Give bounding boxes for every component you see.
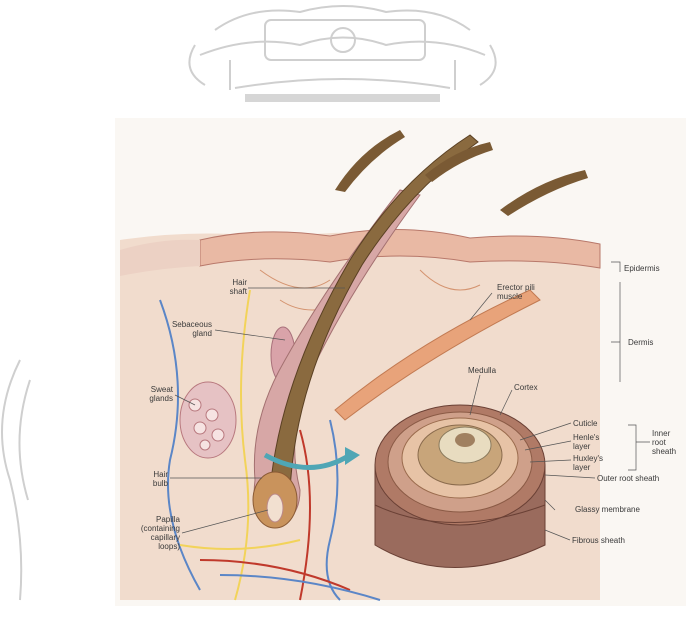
label-medulla: Medulla: [468, 366, 496, 375]
label-hair-bulb: Hair bulb: [125, 470, 168, 488]
cross-section: [375, 405, 545, 568]
label-sweat-glands: Sweat glands: [125, 385, 173, 403]
label-sebaceous-gland: Sebaceous gland: [150, 320, 212, 338]
label-henles-layer: Henle's layer: [573, 433, 599, 451]
sweat-gland: [180, 382, 236, 458]
label-cuticle: Cuticle: [573, 419, 597, 428]
label-inner-root-sheath: Inner root sheath: [652, 429, 676, 456]
label-glassy-membrane: Glassy membrane: [575, 505, 640, 514]
label-erector-pili-muscle: Erector pili muscle: [497, 283, 535, 301]
label-epidermis: Epidermis: [624, 264, 660, 273]
label-huxleys-layer: Huxley's layer: [573, 454, 603, 472]
label-fibrous-sheath: Fibrous sheath: [572, 536, 625, 545]
label-dermis: Dermis: [628, 338, 653, 347]
papilla: [267, 494, 283, 522]
label-papilla: Papilla (containing capillary loops): [115, 515, 180, 551]
label-outer-root-sheath: Outer root sheath: [597, 474, 659, 483]
label-hair-shaft: Hair shaft: [205, 278, 247, 296]
label-cortex: Cortex: [514, 383, 538, 392]
